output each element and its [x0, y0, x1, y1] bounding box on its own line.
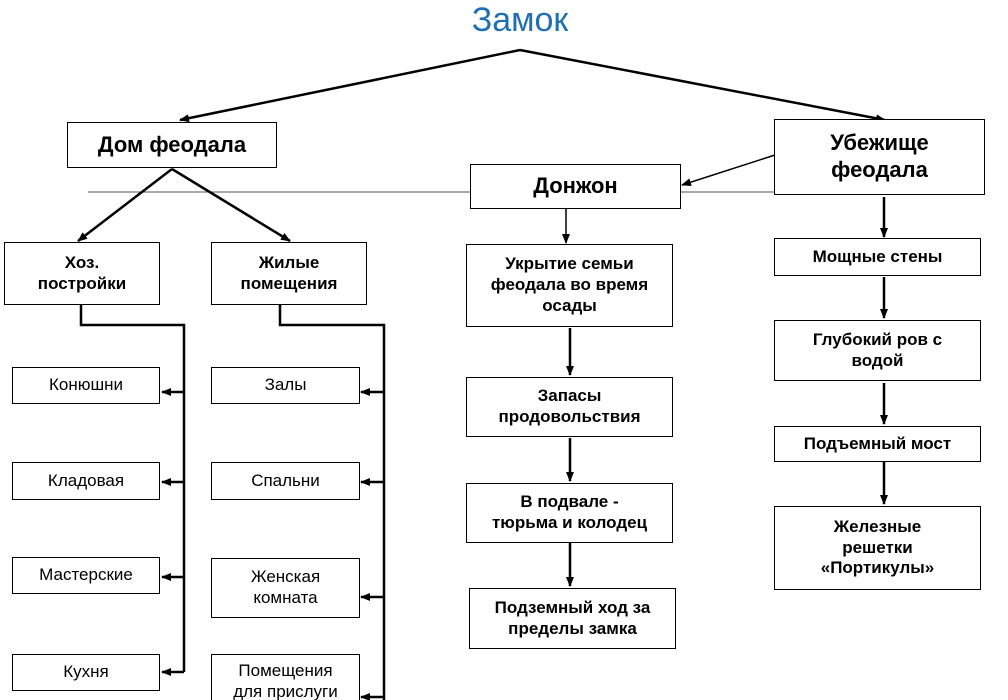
node-dom-feodala: Дом феодала	[67, 122, 277, 168]
node-pomeshcheniya-prislugi: Помещения для прислуги	[211, 654, 360, 700]
arrow-dom-to-zhilye	[171, 167, 291, 243]
node-moshchnye-steny: Мощные стены	[774, 238, 981, 276]
arrow-dom-to-hoz	[77, 168, 173, 242]
node-spalni: Спальни	[211, 462, 360, 500]
node-glubokiy-rov: Глубокий ров с водой	[774, 320, 981, 381]
node-zhenskaya-komnata: Женская комната	[211, 558, 360, 618]
node-zaly: Залы	[211, 367, 360, 404]
zhilye-bus-line	[278, 305, 386, 700]
node-masterskie: Мастерские	[12, 557, 160, 594]
arrow-title-to-ubezhishche	[519, 48, 886, 123]
node-kladovaya: Кладовая	[12, 462, 160, 500]
node-podemny-most: Подъемный мост	[774, 426, 981, 462]
node-podval: В подвале - тюрьма и колодец	[466, 483, 673, 543]
node-kuhnya: Кухня	[12, 654, 160, 691]
node-konyushni: Конюшни	[12, 367, 160, 404]
node-zapasy: Запасы продовольствия	[466, 377, 673, 437]
node-ubezhishche: Убежище феодала	[774, 119, 985, 195]
arrow-title-to-dom	[179, 48, 521, 123]
node-hoz-postroyki: Хоз. постройки	[4, 242, 160, 305]
node-zheleznye-reshetki: Железные решетки «Портикулы»	[774, 506, 981, 590]
node-donzhon: Донжон	[470, 164, 681, 209]
diagram-title: Замок	[471, 1, 569, 39]
node-ukrytie: Укрытие семьи феодала во время осады	[466, 244, 673, 327]
node-zhilye-pomeshcheniya: Жилые помещения	[211, 242, 367, 305]
node-podzemny-hod: Подземный ход за пределы замка	[469, 588, 676, 649]
hoz-bus-line	[79, 305, 186, 672]
arrow-ubezhishche-to-donzhon	[681, 154, 776, 187]
